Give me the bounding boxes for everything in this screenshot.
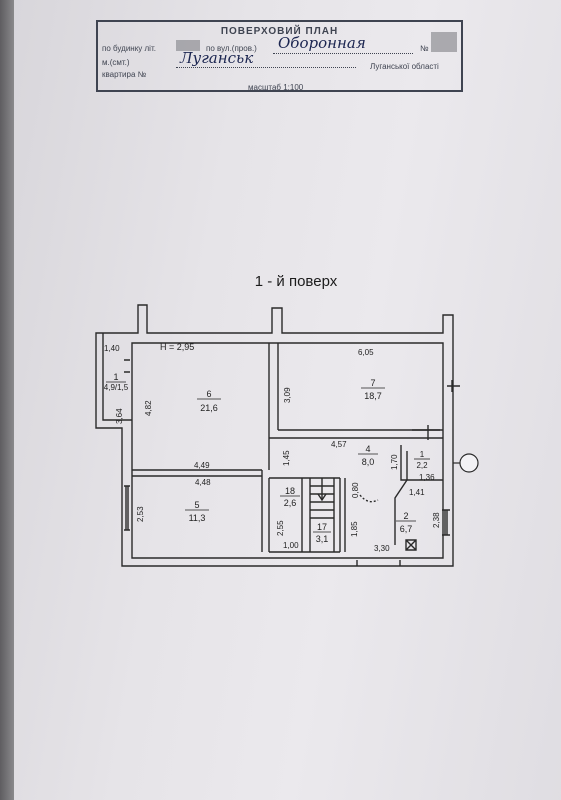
dimension-label: 3,64 <box>115 408 124 424</box>
stamp-number-label: № <box>420 44 429 53</box>
stamp-street-handwritten: Оборонная <box>278 34 366 52</box>
ceiling-height-label: H = 2,95 <box>160 342 194 352</box>
room-area: 4,9/1,5 <box>104 383 129 392</box>
dimension-label: 3,30 <box>374 544 390 553</box>
entrance-marker <box>459 453 479 473</box>
room-area: 8,0 <box>362 457 375 467</box>
dimension-label: 6,05 <box>358 348 374 357</box>
stamp-city-handwritten: Луганськ <box>180 49 254 67</box>
room-label: 2 <box>403 511 408 521</box>
dimension-label: 1,00 <box>283 541 299 550</box>
room-area: 18,7 <box>364 391 382 401</box>
room-area: 6,7 <box>400 524 413 534</box>
dimension-label: 4,82 <box>144 400 153 416</box>
stamp-street-label: по вул.(пров.) <box>206 44 257 53</box>
room-labels: 1 4,9/1,5 6 21,6 7 18,7 4 8,0 1 2,2 5 11… <box>104 372 430 544</box>
dimension-label: 1,36 <box>419 473 435 482</box>
stamp-redacted-letter <box>176 40 200 51</box>
plan-walls <box>95 304 460 567</box>
stamp-street-rule <box>273 53 413 54</box>
floor-plan-stamp: ПОВЕРХОВИЙ ПЛАН по будинку літ. по вул.(… <box>96 20 463 92</box>
dimension-label: 1,40 <box>104 344 120 353</box>
dimension-label: 1,85 <box>350 521 359 537</box>
room-area: 21,6 <box>200 403 218 413</box>
stamp-redacted-number <box>431 32 457 52</box>
stamp-city-label: м.(смт.) <box>102 58 130 67</box>
room-area: 11,3 <box>189 513 206 523</box>
room-label: 18 <box>285 486 295 496</box>
dimension-label: 2,38 <box>432 512 441 528</box>
room-area: 2,6 <box>284 498 297 508</box>
stamp-title: ПОВЕРХОВИЙ ПЛАН <box>220 26 339 37</box>
dimension-label: 2,55 <box>276 520 285 536</box>
page-edge-shadow <box>0 0 14 800</box>
room-label: 1 <box>113 372 118 382</box>
stamp-building-label: по будинку літ. <box>102 44 156 53</box>
room-label: 6 <box>206 389 211 399</box>
stamp-region-label: Луганської області <box>370 62 439 71</box>
room-label: 17 <box>317 522 327 532</box>
dimension-label: 4,48 <box>195 478 211 487</box>
room-area: 3,1 <box>316 534 329 544</box>
room-label: 4 <box>365 444 370 454</box>
dimension-label: 3,09 <box>283 387 292 403</box>
dimension-label: 4,57 <box>331 440 347 449</box>
dimension-label: 2,53 <box>136 506 145 522</box>
floor-title: 1 - й поверх <box>254 273 338 290</box>
dimension-label: 1,45 <box>282 450 291 466</box>
dimension-label: 1,41 <box>409 488 425 497</box>
room-label: 1 <box>420 450 425 459</box>
dimension-label: 1,70 <box>390 454 399 470</box>
dimension-label: 4,49 <box>194 461 210 470</box>
stamp-city-rule <box>176 67 356 68</box>
room-area: 2,2 <box>416 461 428 470</box>
room-label: 5 <box>194 500 199 510</box>
stamp-scale: масштаб 1:100 <box>248 83 304 92</box>
dimension-label: 0,80 <box>351 482 360 498</box>
stamp-apartment-label: квартира № <box>102 70 147 79</box>
room-label: 7 <box>370 378 375 388</box>
dimension-labels: 1,40 3,64 4,82 3,09 6,05 1,45 4,57 1,70 … <box>104 344 441 553</box>
